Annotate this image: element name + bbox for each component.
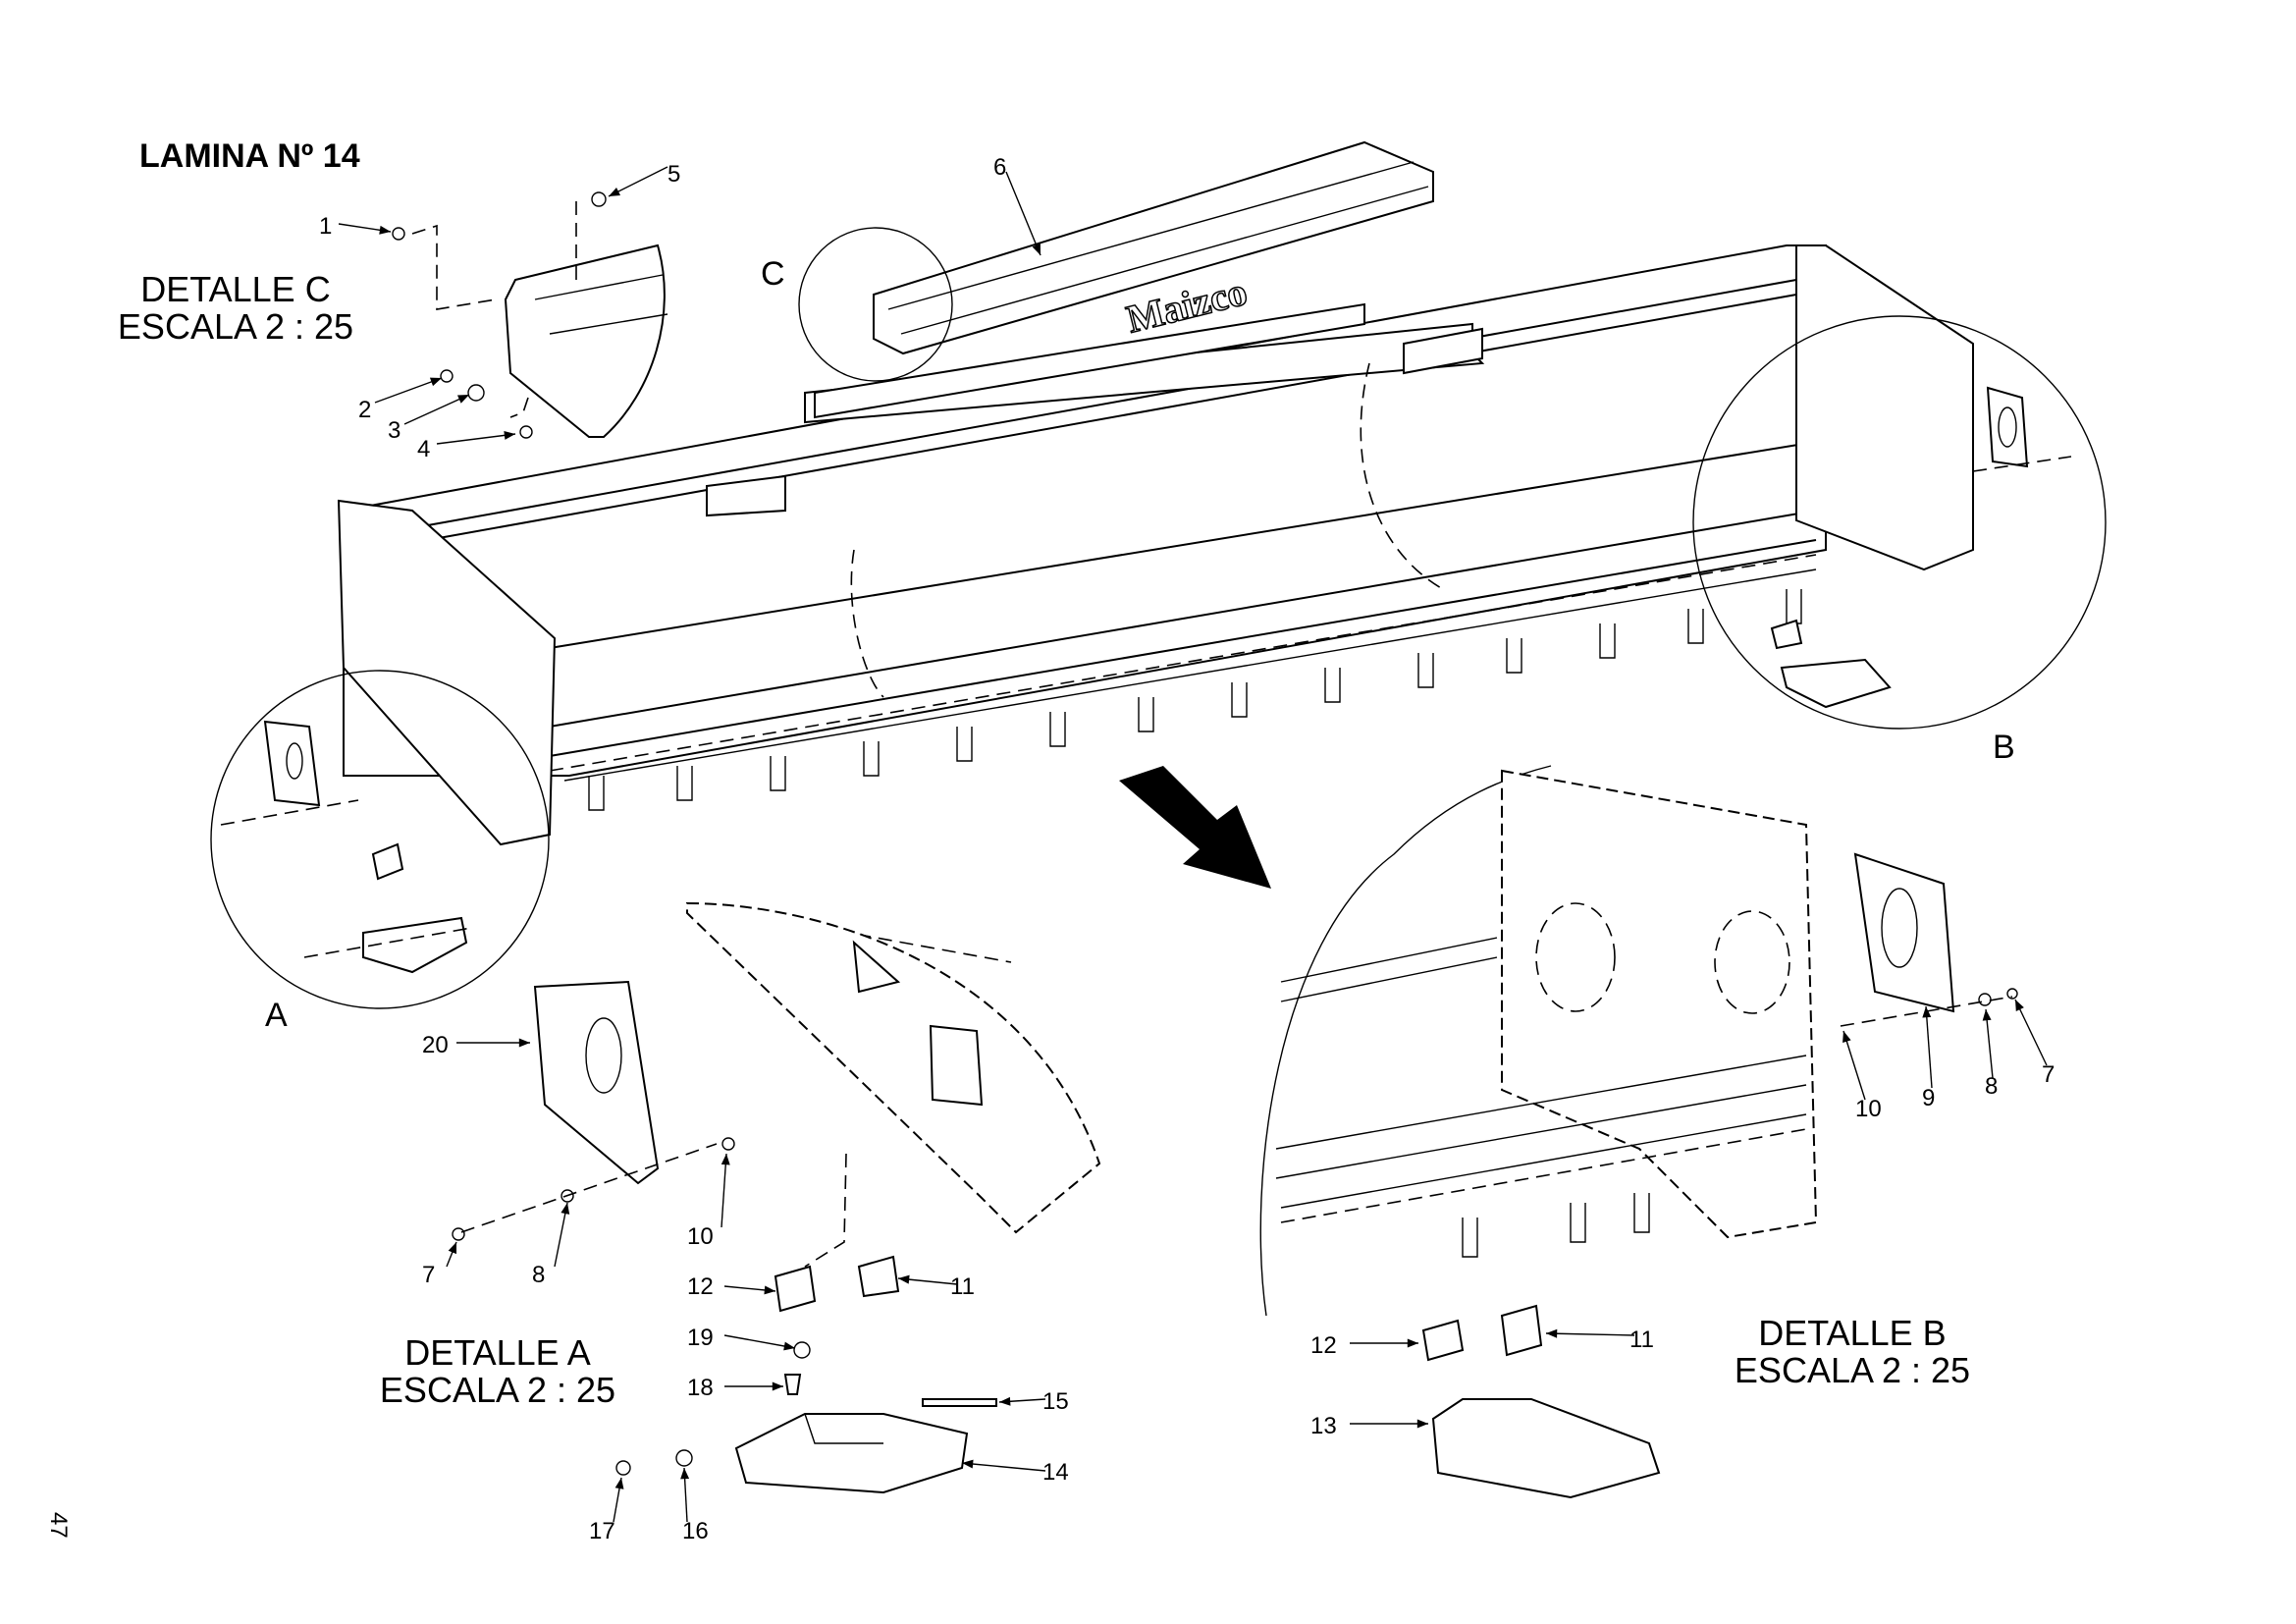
detail-a-title: DETALLE A [404, 1332, 590, 1373]
page-number: 47 [45, 1512, 72, 1539]
detail-c-view [392, 191, 668, 439]
part-number: 2 [358, 397, 371, 423]
detail-b-circle-parts [1770, 386, 2072, 709]
part-number: 11 [1629, 1326, 1654, 1353]
part-number: 7 [2042, 1061, 2055, 1088]
detail-b-circle [1692, 315, 2107, 730]
detail-a-view [452, 901, 1101, 1494]
detail-a-circle [210, 670, 550, 1009]
part-number: 7 [422, 1262, 435, 1288]
part-number: 20 [422, 1032, 449, 1058]
header-frame-assembly [337, 244, 1974, 846]
part-number: 1 [319, 213, 332, 240]
part-number: 11 [950, 1273, 975, 1300]
detail-b-view [1259, 765, 2018, 1499]
part-number: 5 [667, 161, 680, 188]
detail-b-title: DETALLE B [1758, 1313, 1946, 1353]
knife-row [588, 589, 1802, 811]
part-number: 15 [1042, 1388, 1069, 1415]
part-number: 12 [1310, 1332, 1337, 1359]
part-number: 10 [687, 1223, 714, 1250]
detail-a-circle-parts [220, 720, 472, 974]
leader-lines [338, 166, 2048, 1523]
part-number: 16 [682, 1518, 709, 1544]
direction-arrow-icon [1119, 766, 1271, 889]
part-number: 18 [687, 1375, 714, 1401]
detail-c-title: DETALLE C [140, 269, 330, 309]
part-number: 19 [687, 1325, 714, 1351]
part-number: 8 [1985, 1073, 1998, 1100]
detail-c-callout: C [761, 255, 785, 293]
part-number: 3 [388, 417, 400, 444]
detail-a-callout: A [265, 997, 288, 1034]
part-number: 6 [993, 154, 1006, 181]
detail-c-scale: ESCALA 2 : 25 [118, 306, 353, 347]
detail-b-callout: B [1993, 729, 2015, 766]
part-number: 12 [687, 1273, 714, 1300]
part-number: 8 [532, 1262, 545, 1288]
part-number: 13 [1310, 1413, 1337, 1439]
detail-a-scale: ESCALA 2 : 25 [380, 1370, 615, 1410]
part-number: 4 [417, 436, 430, 462]
part-number: 10 [1855, 1096, 1882, 1122]
part-number: 9 [1922, 1085, 1935, 1111]
part-number: 17 [589, 1518, 615, 1544]
part-number: 14 [1042, 1459, 1069, 1486]
detail-c-circle [798, 227, 953, 382]
detail-b-scale: ESCALA 2 : 25 [1735, 1350, 1970, 1390]
sheet-title: LAMINA Nº 14 [139, 137, 360, 175]
